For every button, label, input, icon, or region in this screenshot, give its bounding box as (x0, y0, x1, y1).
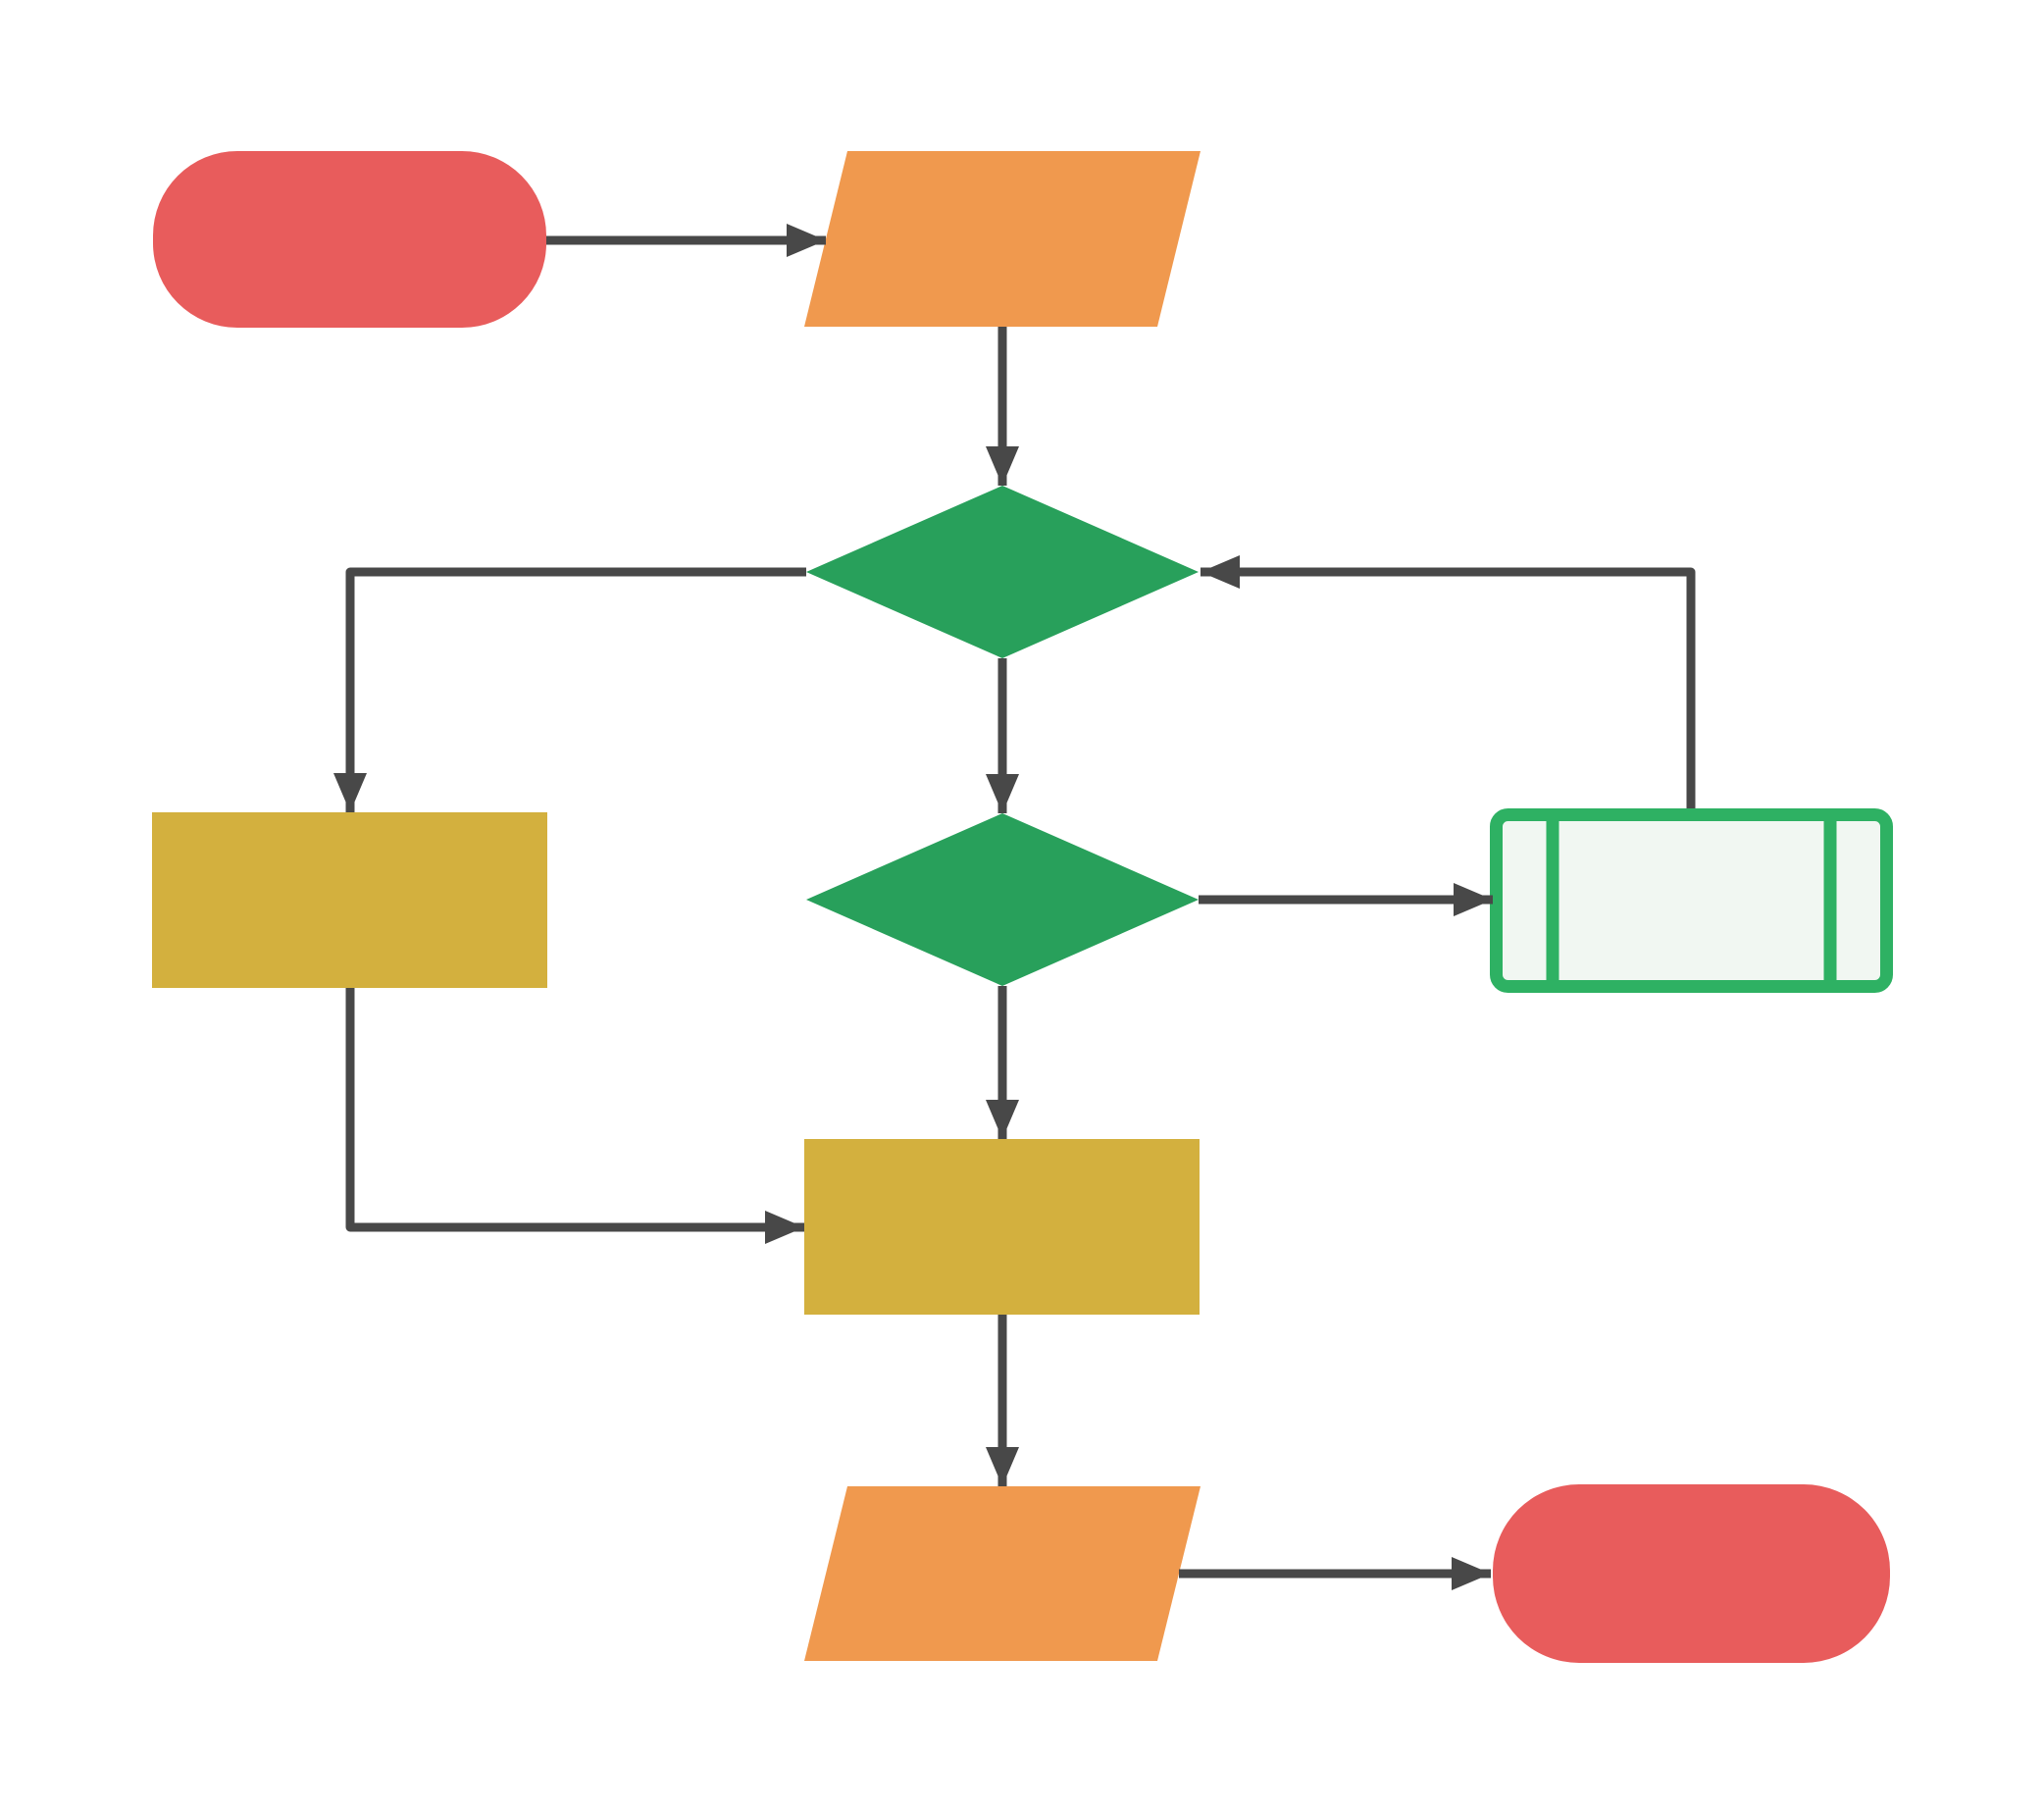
process-left (152, 812, 547, 988)
connector-decision1-to-processleft (333, 567, 806, 812)
decision-1 (806, 486, 1199, 658)
decision-2 (806, 813, 1199, 986)
output-parallelogram (804, 1486, 1201, 1661)
end-terminator (1493, 1484, 1890, 1663)
subroutine-predefined-frame (1490, 808, 1893, 993)
start-terminator (153, 151, 546, 328)
connector-subroutine-to-decision1 (1201, 555, 1696, 808)
connector-processleft-to-processcenter (345, 988, 804, 1244)
subroutine-predefined (1490, 808, 1893, 993)
process-center (804, 1139, 1200, 1315)
input-parallelogram (804, 151, 1201, 327)
